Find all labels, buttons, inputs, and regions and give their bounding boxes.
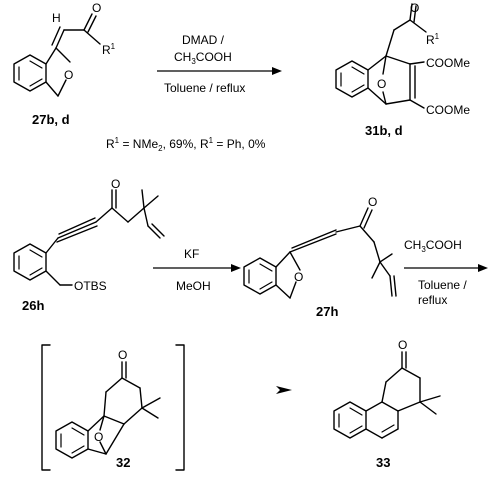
reagent-toluene-2: Toluene / — [418, 278, 467, 292]
arrow-4 — [276, 386, 292, 394]
label-27bd: 27b, d — [32, 112, 70, 127]
otbs-group: OTBS — [74, 279, 107, 293]
compound-32: O O 32 — [55, 348, 161, 470]
bracket-left — [41, 344, 51, 471]
reagent-dmad: DMAD / — [182, 33, 225, 47]
arrow-1: DMAD / CH3COOH Toluene / reflux — [157, 33, 282, 95]
atom-O-33: O — [398, 338, 407, 352]
label-27h: 27h — [316, 304, 338, 319]
reagent-reflux-2: reflux — [418, 293, 447, 307]
atom-H: H — [52, 11, 61, 25]
atom-O-bridge: O — [377, 77, 386, 91]
substituent-R: R1 — [102, 42, 116, 57]
compound-33: O 33 — [333, 338, 441, 470]
compound-31bd: O R1 COOMe COOMe O 31b, d — [335, 1, 470, 138]
reagent-toluene-reflux: Toluene / reflux — [164, 81, 245, 95]
label-26h: 26h — [22, 298, 44, 313]
atom-O-ring: O — [64, 68, 73, 82]
substituent-R-product: R1 — [426, 32, 440, 47]
ester-bottom: COOMe — [426, 103, 470, 117]
arrow-2: KF MeOH — [153, 247, 241, 293]
bracket-right — [175, 344, 185, 471]
atom-O-26h: O — [111, 177, 120, 191]
compound-26h: O OTBS 26h — [13, 177, 165, 313]
ester-top: COOMe — [426, 56, 470, 70]
atom-O-carbonyl-product: O — [410, 1, 419, 15]
atom-O-bridge-32: O — [94, 430, 103, 444]
atom-O-ring-27h: O — [294, 270, 303, 284]
label-32: 32 — [116, 455, 130, 470]
reagent-acetic-acid: CH3COOH — [174, 50, 232, 66]
compound-27h: O O 27h — [243, 195, 397, 319]
arrow-3: CH3COOH Toluene / reflux — [404, 238, 488, 307]
yield-line: R1 = NMe2, 69%, R1 = Ph, 0% — [106, 136, 266, 153]
label-33: 33 — [376, 455, 390, 470]
atom-O-32: O — [118, 348, 127, 362]
reagent-meoh: MeOH — [176, 279, 211, 293]
reagent-acetic-acid-2: CH3COOH — [404, 238, 462, 254]
compound-27bd: H O O R1 27b, d — [13, 1, 116, 127]
reagent-kf: KF — [184, 247, 199, 261]
atom-O-carbonyl: O — [92, 1, 101, 15]
label-31bd: 31b, d — [365, 123, 403, 138]
atom-O-27h: O — [368, 195, 377, 209]
